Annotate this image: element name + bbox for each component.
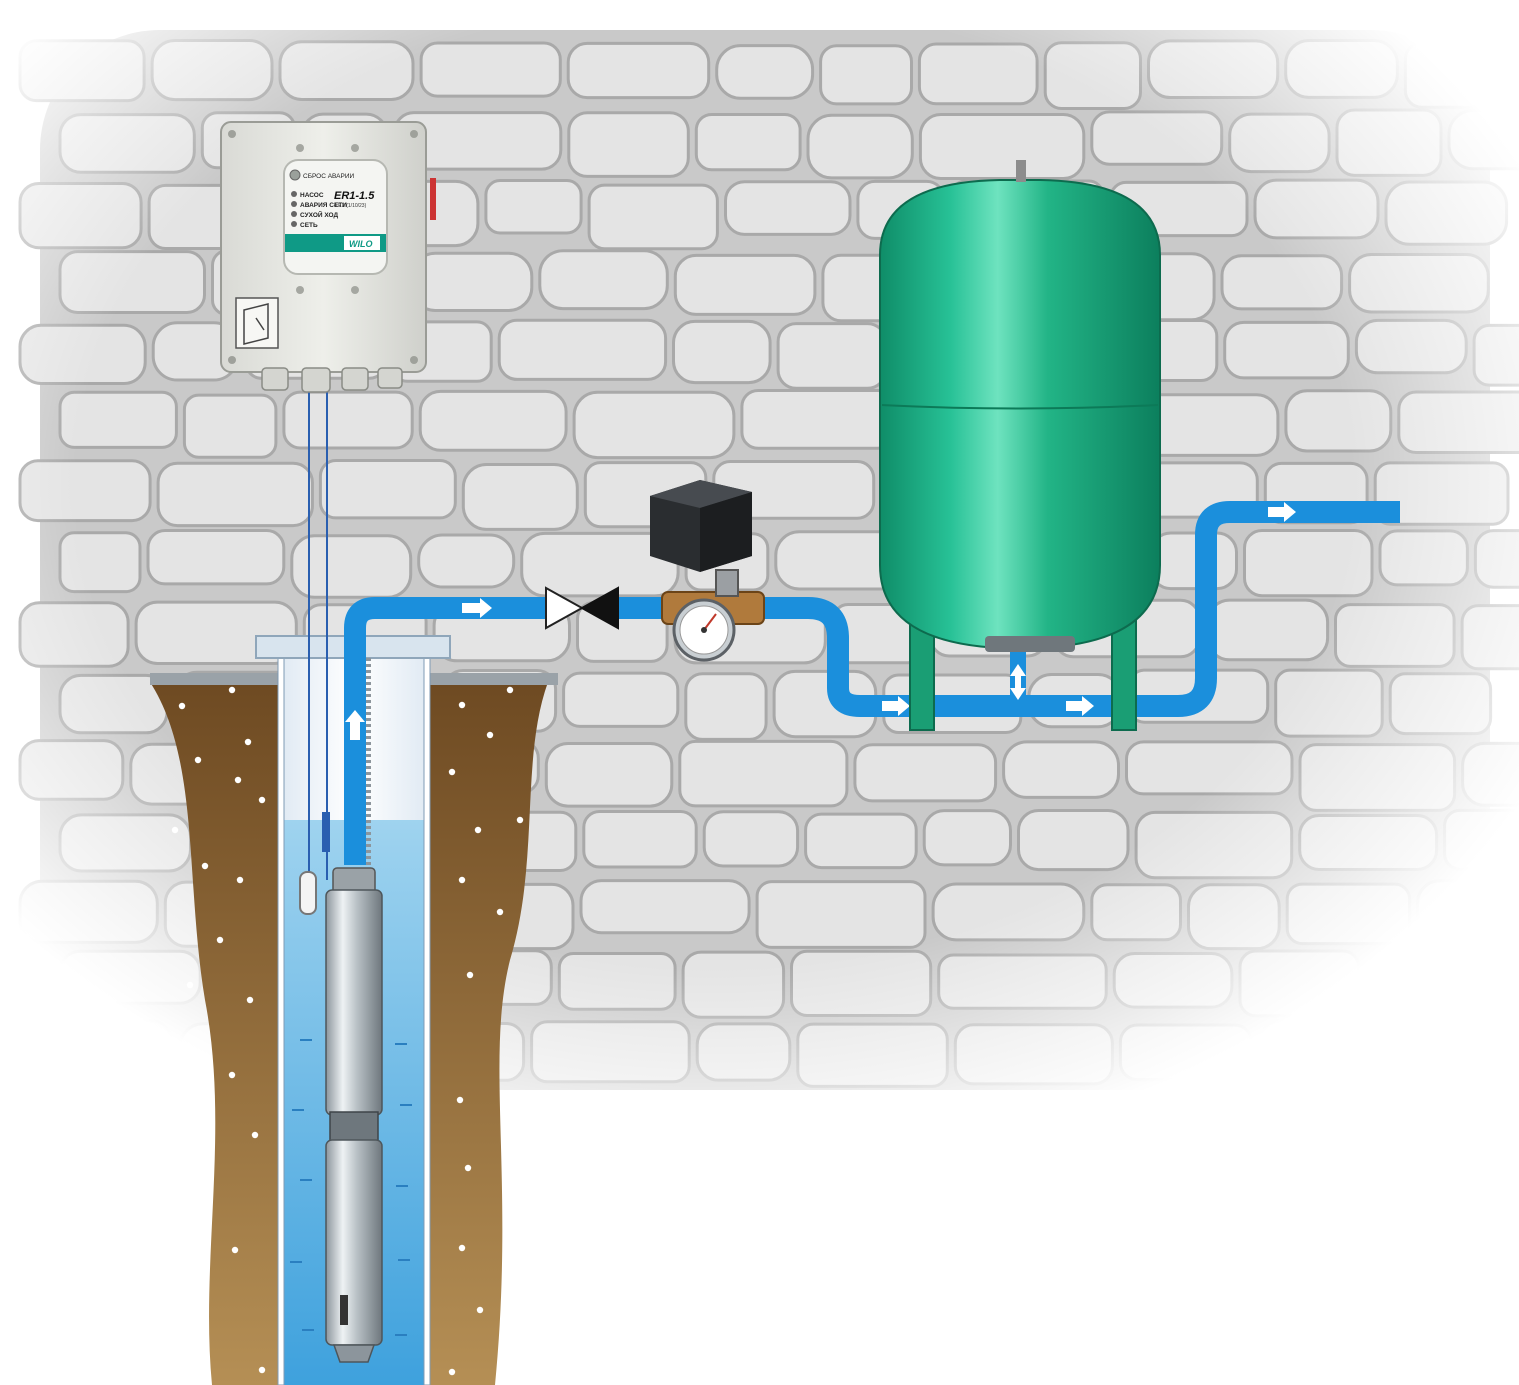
soil-speck (459, 877, 465, 883)
soil-speck (217, 937, 223, 943)
soil-speck (179, 703, 185, 709)
soil-speck (487, 732, 493, 738)
dry-run-electrode (300, 872, 316, 914)
reset-label: СБРОС АВАРИИ (303, 173, 355, 180)
indicator-led (291, 211, 297, 217)
reset-button[interactable] (290, 170, 300, 180)
soil-speck (235, 777, 241, 783)
pressure-switch (650, 480, 752, 572)
soil-speck (497, 909, 503, 915)
soil-speck (507, 687, 513, 693)
soil-speck (232, 1247, 238, 1253)
soil-speck (172, 827, 178, 833)
indicator-led (291, 191, 297, 197)
soil-speck (259, 1367, 265, 1373)
indicator-led (291, 201, 297, 207)
soil-speck (449, 769, 455, 775)
soil-speck (247, 997, 253, 1003)
soil-speck (195, 757, 201, 763)
soil-speck (467, 972, 473, 978)
soil-speck (259, 797, 265, 803)
control-box: СБРОС АВАРИИ ER1-1.5 4 EX (1/10/23) НАСО… (221, 122, 436, 392)
soil-speck (229, 687, 235, 693)
model-label: ER1-1.5 (334, 190, 375, 202)
pressure-gauge (674, 600, 734, 660)
float-sensor-cable-sleeve (322, 812, 330, 852)
soil-speck (457, 1097, 463, 1103)
soil-speck (475, 827, 481, 833)
indicator-label: СУХОЙ ХОД (300, 210, 338, 219)
soil-speck (449, 1369, 455, 1375)
indicator-label: НАСОС (300, 192, 324, 199)
indicator-label: АВАРИЯ СЕТИ (300, 202, 347, 209)
submersible-pump (326, 868, 382, 1362)
indicator-led (291, 221, 297, 227)
soil-speck (252, 1132, 258, 1138)
soil-speck (202, 863, 208, 869)
indicator-label: СЕТЬ (300, 222, 318, 229)
soil-speck (459, 1245, 465, 1251)
soil-speck (229, 1072, 235, 1078)
soil-speck (465, 1165, 471, 1171)
soil-speck (517, 817, 523, 823)
soil-speck (477, 1307, 483, 1313)
brand-logo: WILO (349, 239, 373, 249)
soil-speck (245, 739, 251, 745)
soil-speck (237, 877, 243, 883)
soil-speck (187, 982, 193, 988)
membrane-tank (880, 160, 1160, 730)
soil-speck (459, 702, 465, 708)
